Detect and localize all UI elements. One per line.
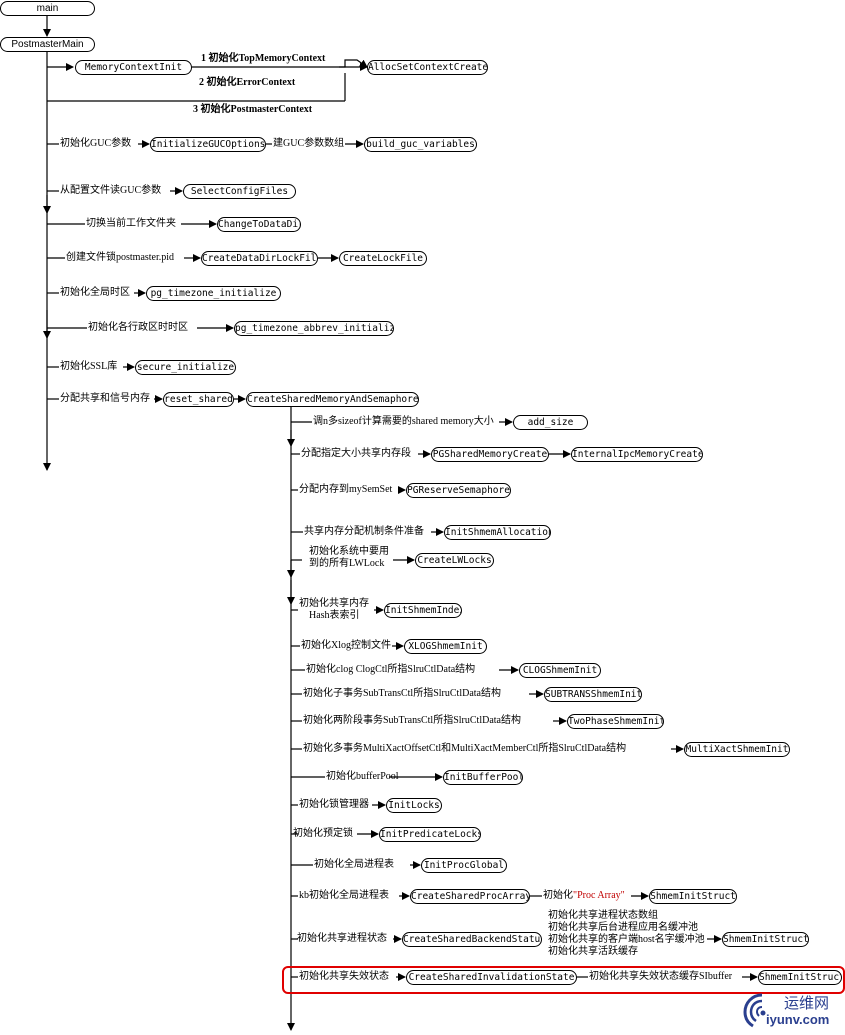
label-backend-status-line4: 初始化共享活跃缓存 <box>548 946 638 957</box>
label-init-global-proc-table: 初始化全局进程表 <box>314 859 394 870</box>
node-multi-xact-shmem-init: MultiXactShmemInit <box>684 742 790 757</box>
label-init-two-phase: 初始化两阶段事务SubTransCtl所指SlruCtlData结构 <box>303 715 521 726</box>
label-init-clog: 初始化clog ClogCtl所指SlruCtlData结构 <box>306 664 476 675</box>
label-alloc-shared-signal: 分配共享和信号内存 <box>60 393 150 404</box>
node-pg-reserve-semaphores: PGReserveSemaphores <box>406 483 511 498</box>
label-init-buffer-pool: 初始化bufferPool <box>326 771 399 782</box>
watermark-text-url: iyunv.com <box>766 1012 830 1027</box>
label-init-lwlocks-line2: 到的所有LWLock <box>309 558 385 569</box>
watermark-logo-icon <box>743 993 766 1028</box>
label-backend-status-line3: 初始化共享的客户端host名字缓冲池 <box>548 934 705 945</box>
node-clog-shmem-init: CLOGShmemInit <box>519 663 601 678</box>
label-init-region-tz: 初始化各行政区时时区 <box>88 322 188 333</box>
label-init-lwlocks: 初始化系统中要用 到的所有LWLock <box>303 546 389 570</box>
node-pg-shared-memory-create: PGSharedMemoryCreate <box>431 447 549 462</box>
label-init-proc-array-quoted: "Proc Array" <box>573 890 625 901</box>
node-shmem-init-struct-3: ShmemInitStruct <box>758 970 842 985</box>
label-init-predicate-lock: 初始化预定锁 <box>293 828 353 839</box>
label-init-shmem-hash-line2: Hash表索引 <box>309 610 360 621</box>
node-reset-shared: reset_shared <box>163 392 234 407</box>
label-error-context: 2 初始化ErrorContext <box>199 77 296 88</box>
node-create-lw-locks: CreateLWLocks <box>415 553 494 568</box>
label-init-timezone: 初始化全局时区 <box>60 287 130 298</box>
node-shmem-init-struct-1: ShmemInitStruct <box>649 889 737 904</box>
node-change-to-data-dir: ChangeToDataDir <box>217 217 301 232</box>
label-shmem-alloc-prep: 共享内存分配机制条件准备 <box>304 526 424 537</box>
label-init-lock-mgr: 初始化锁管理器 <box>299 799 369 810</box>
label-init-subtrans: 初始化子事务SubTransCtl所指SlruCtlData结构 <box>303 688 501 699</box>
node-create-shared-invalidation-state: CreateSharedInvalidationState <box>406 970 577 985</box>
node-init-predicate-locks: InitPredicateLocks <box>379 827 481 842</box>
node-create-data-dir-lock-file: CreateDataDirLockFile <box>201 251 318 266</box>
label-init-lwlocks-line1: 初始化系统中要用 <box>309 546 389 557</box>
label-alloc-sized-segment: 分配指定大小共享内存段 <box>301 448 411 459</box>
label-backend-status-line2: 初始化共享后台进程应用名缓冲池 <box>548 922 698 933</box>
label-init-shared-proc-status: 初始化共享进程状态 <box>297 933 387 944</box>
label-init-shmem-hash: 初始化共享内存 Hash表索引 <box>299 598 369 622</box>
node-main: main <box>0 1 95 16</box>
node-init-buffer-pool: InitBufferPool <box>443 770 523 785</box>
node-shmem-init-struct-2: ShmemInitStruct <box>722 932 809 947</box>
label-init-proc-array-prefix: 初始化 <box>543 890 573 901</box>
node-create-shared-proc-array: CreateSharedProcArray <box>410 889 530 904</box>
label-init-shmem-hash-line1: 初始化共享内存 <box>299 598 369 609</box>
label-switch-work-dir: 切换当前工作文件夹 <box>86 218 176 229</box>
node-subtrans-shmem-init: SUBTRANSShmemInit <box>544 687 642 702</box>
label-kb-init-global-proc-table: kb初始化全局进程表 <box>299 890 389 901</box>
label-init-proc-array: 初始化"Proc Array" <box>543 890 625 902</box>
label-postmaster-context: 3 初始化PostmasterContext <box>193 104 313 115</box>
label-top-memory-context: 1 初始化TopMemoryContext <box>201 53 326 64</box>
label-build-guc-array: 建GUC参数数组 <box>273 138 345 149</box>
node-create-shared-memory-and-semaphores: CreateSharedMemoryAndSemaphores <box>246 392 419 407</box>
label-backend-status-notes: 初始化共享进程状态数组 初始化共享后台进程应用名缓冲池 初始化共享的客户端hos… <box>548 910 705 958</box>
node-init-shmem-index: InitShmemIndex <box>384 603 462 618</box>
highlight-box <box>282 966 845 994</box>
node-internal-ipc-memory-create: InternalIpcMemoryCreate <box>571 447 703 462</box>
watermark: 运维网 iyunv.com <box>736 990 842 1032</box>
label-init-shared-inval-state: 初始化共享失效状态 <box>299 971 389 982</box>
label-init-xlog-ctrl: 初始化Xlog控制文件 <box>301 640 391 651</box>
node-initialize-guc-options: InitializeGUCOptions <box>150 137 266 152</box>
node-create-lock-file: CreateLockFile <box>339 251 427 266</box>
label-read-guc-from-config: 从配置文件读GUC参数 <box>60 185 162 196</box>
node-init-shmem-allocation: InitShmemAllocation <box>444 525 551 540</box>
node-pg-timezone-abbrev-initialize: pg_timezone_abbrev_initialize <box>234 321 394 336</box>
label-init-multixact: 初始化多事务MultiXactOffsetCtl和MultiXactMember… <box>303 743 627 754</box>
node-build-guc-variables: build_guc_variables <box>364 137 477 152</box>
node-create-shared-backend-status: CreateSharedBackendStatus <box>402 932 542 947</box>
node-secure-initialize: secure_initialize <box>135 360 236 375</box>
node-two-phase-shmem-init: TwoPhaseShmemInit <box>567 714 664 729</box>
label-backend-status-line1: 初始化共享进程状态数组 <box>548 910 658 921</box>
label-init-guc: 初始化GUC参数 <box>60 138 132 149</box>
label-alloc-to-semset: 分配内存到mySemSet <box>299 484 393 495</box>
node-xlog-shmem-init: XLOGShmemInit <box>404 639 487 654</box>
node-init-proc-global: InitProcGlobal <box>421 858 507 873</box>
node-memory-context-init: MemoryContextInit <box>75 60 192 75</box>
node-select-config-files: SelectConfigFiles <box>183 184 296 199</box>
node-alloc-set-context-create: AllocSetContextCreate <box>367 60 488 75</box>
label-create-lock-file: 创建文件锁postmaster.pid <box>66 252 175 263</box>
label-init-ssl: 初始化SSL库 <box>60 361 118 372</box>
node-init-locks: InitLocks <box>386 798 442 813</box>
watermark-text-cn: 运维网 <box>784 995 830 1012</box>
label-init-sibuffer: 初始化共享失效状态缓存SIbuffer <box>589 971 733 982</box>
node-add-size: add_size <box>513 415 588 430</box>
label-calc-shmem-size: 调n多sizeof计算需要的shared memory大小 <box>313 416 494 427</box>
node-pg-timezone-initialize: pg_timezone_initialize <box>146 286 281 301</box>
node-postmaster-main: PostmasterMain <box>0 37 95 52</box>
